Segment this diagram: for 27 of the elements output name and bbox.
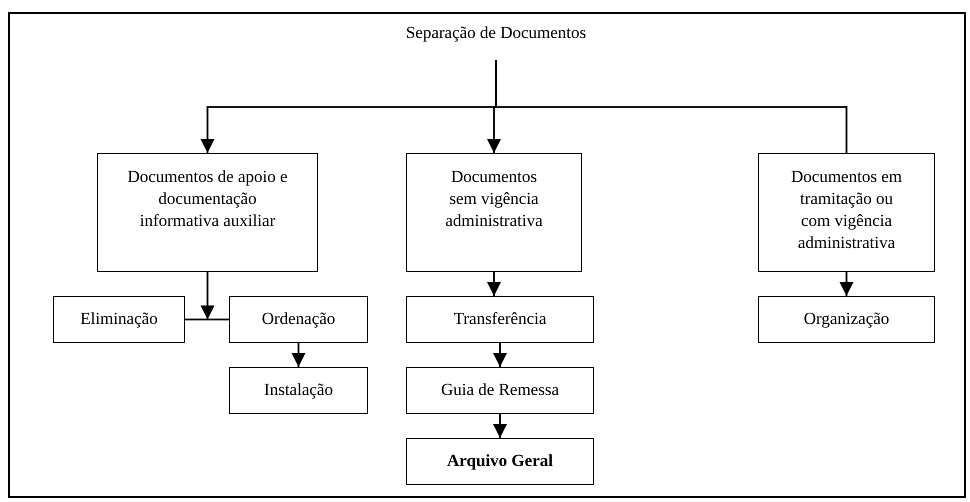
process-box (406, 438, 594, 485)
connector-arrow (840, 272, 854, 296)
connector-arrow (493, 343, 507, 367)
box-label: Documentos sem vigência administrativa (444, 166, 544, 232)
box-label: Eliminação (80, 308, 158, 330)
process-box (758, 296, 935, 343)
connector-arrow (493, 414, 507, 438)
process-box (758, 153, 935, 272)
process-box (53, 296, 185, 343)
process-box (229, 296, 368, 343)
box-label: Ordenação (262, 308, 336, 330)
box-label: Arquivo Geral (447, 450, 553, 472)
box-label: Documentos de apoio e documentação informativa auxiliar (126, 166, 289, 232)
box-label: Transferência (454, 308, 546, 330)
connector-arrow (292, 343, 306, 367)
title-text: Separação de Documentos (406, 22, 586, 44)
box-label: Organização (804, 308, 890, 330)
box-label: Instalação (264, 379, 333, 402)
process-box (406, 153, 582, 272)
connector-arrow (200, 272, 214, 320)
box-label: Guia de Remessa (440, 379, 560, 402)
process-box (229, 367, 368, 414)
process-box (406, 367, 594, 414)
process-box (406, 296, 594, 343)
process-box (97, 153, 318, 272)
connector-arrow (487, 272, 501, 296)
box-label: Documentos em tramitação ou com vigência administrativa (790, 166, 903, 254)
